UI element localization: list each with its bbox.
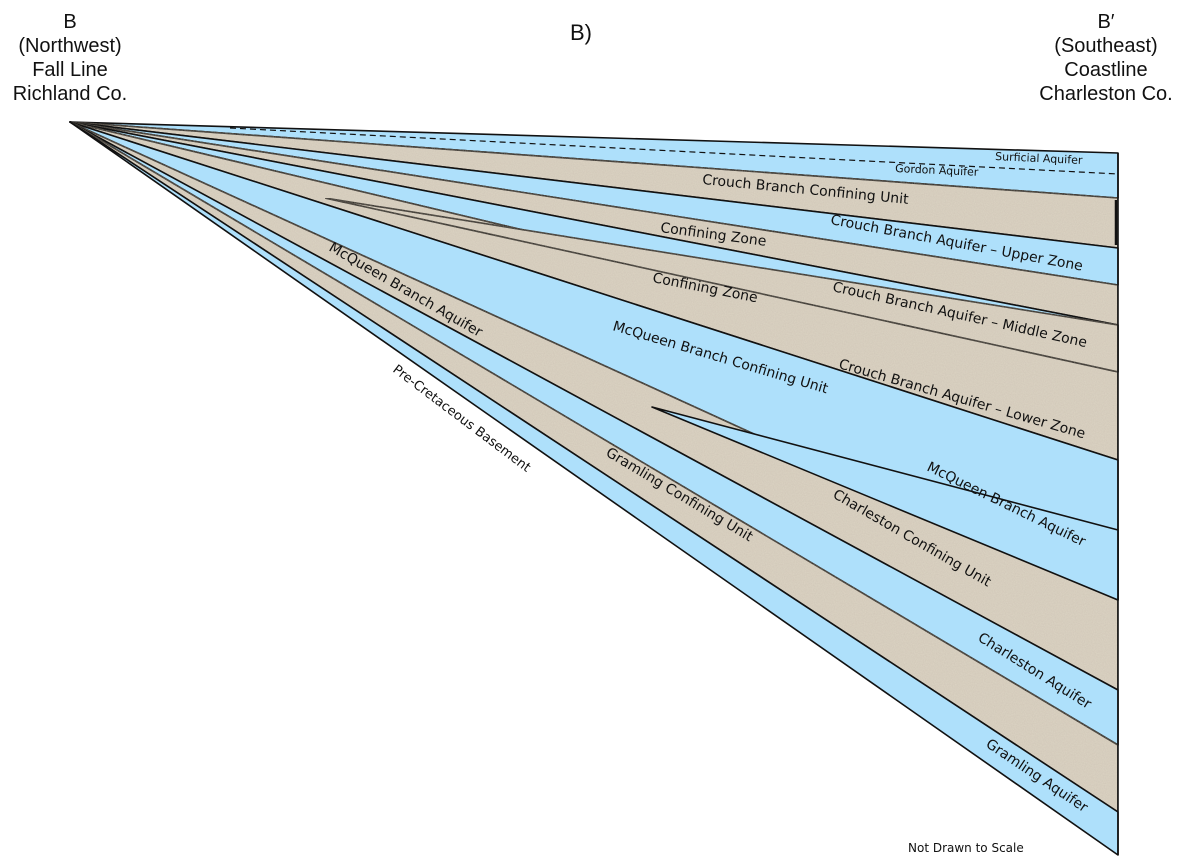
- direction-southeast: (Southeast): [1054, 35, 1158, 57]
- northwest-end-label: B (Northwest) Fall Line Richland Co.: [0, 10, 140, 106]
- richland-county-label: Richland Co.: [12, 83, 128, 105]
- section-point-b-prime: B′: [1097, 11, 1115, 33]
- not-drawn-to-scale-note: Not Drawn to Scale: [908, 841, 1024, 855]
- section-point-b: B: [63, 11, 77, 33]
- surficial-gordon-contact: [229, 127, 1119, 175]
- gordon-aquifer-label: Gordon Aquifer: [895, 162, 979, 179]
- panel-label: B): [570, 20, 592, 45]
- surficial-aquifer-label: Surficial Aquifer: [995, 150, 1083, 167]
- direction-northwest: (Northwest): [18, 35, 122, 57]
- southeast-end-label: B′ (Southeast) Coastline Charleston Co.: [1032, 10, 1180, 106]
- charleston-county-label: Charleston Co.: [1039, 83, 1173, 105]
- fall-line-label: Fall Line: [32, 59, 108, 81]
- coastline-label: Coastline: [1064, 59, 1148, 81]
